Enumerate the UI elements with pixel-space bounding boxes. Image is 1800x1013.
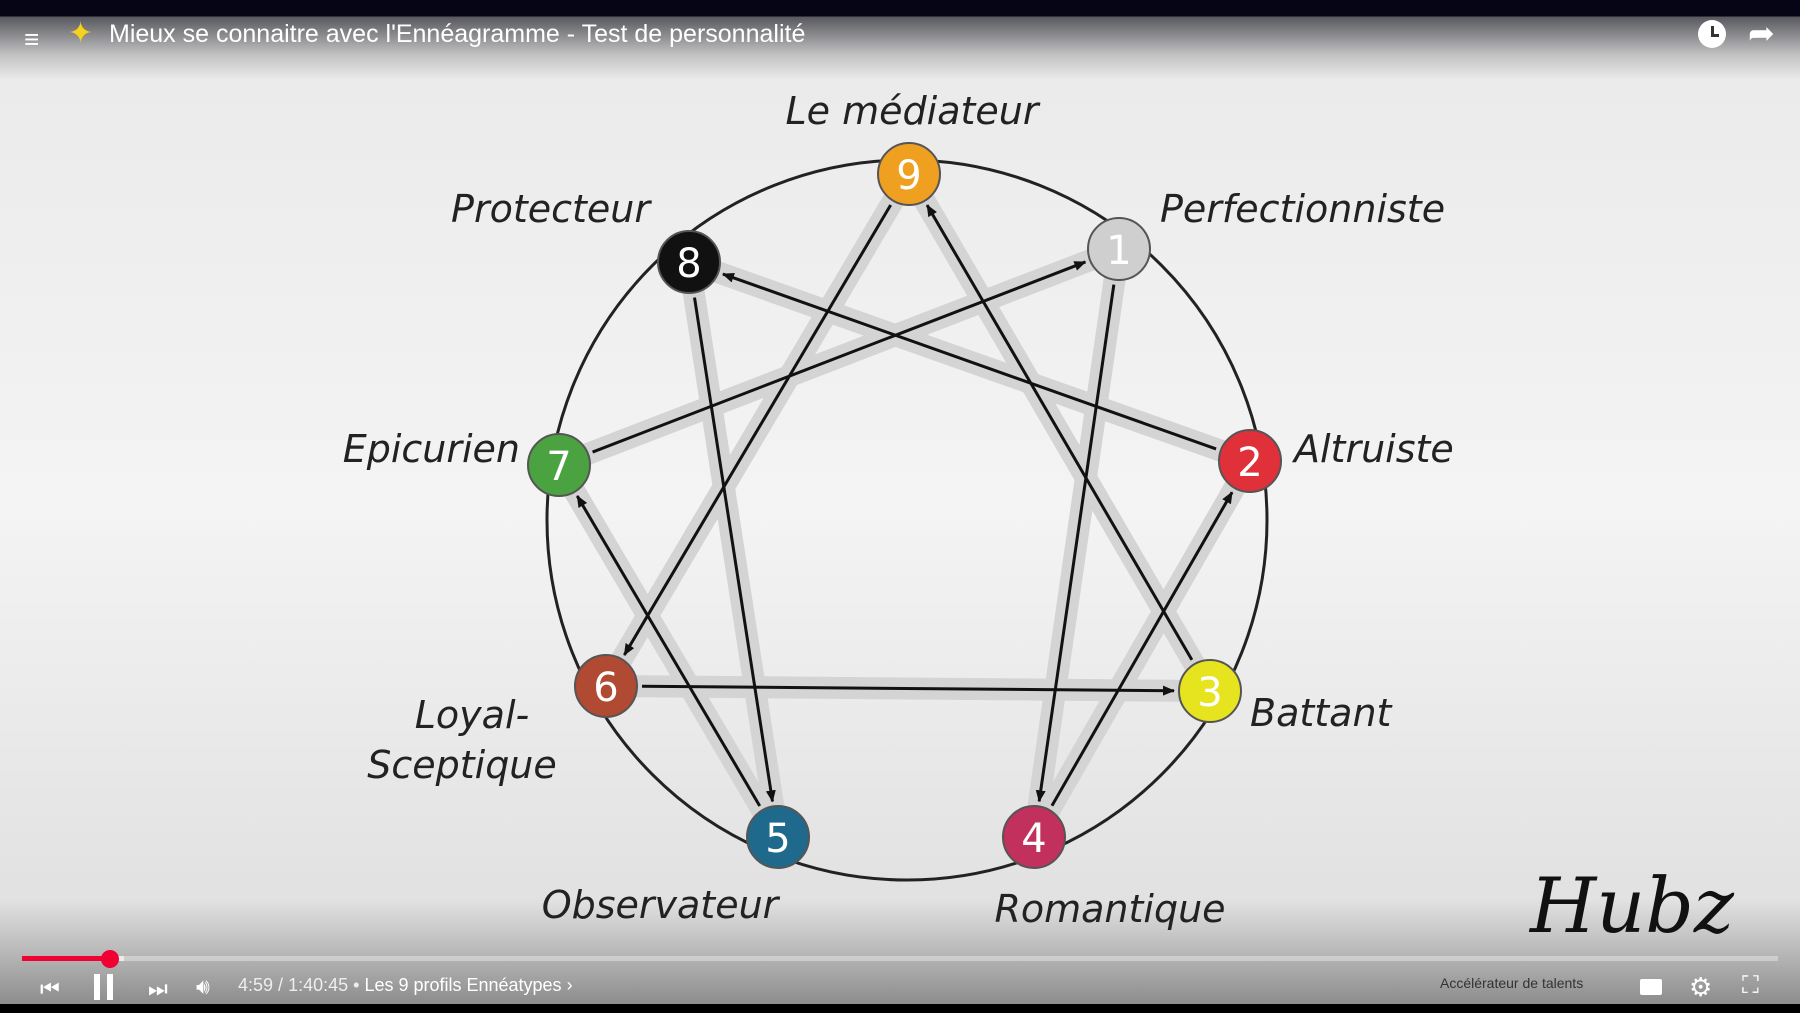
label-type-2: Altruiste <box>1291 427 1454 471</box>
arrow-8-to-5 <box>693 297 776 803</box>
node-6 <box>574 654 638 718</box>
arrow-7-to-1 <box>592 260 1087 454</box>
node-number-7: 7 <box>546 444 571 490</box>
arrow-1-to-4 <box>1035 284 1116 803</box>
node-4 <box>1002 805 1066 869</box>
hubz-logo: Hubz <box>1530 861 1734 950</box>
sparkle-icon: ✦ <box>68 17 94 50</box>
label-type-8: Protecteur <box>451 187 652 231</box>
node-7 <box>527 433 591 497</box>
label-type-4: Romantique <box>994 887 1225 931</box>
current-time: 4:59 <box>238 975 274 995</box>
label-type-3: Battant <box>1250 691 1394 735</box>
label-type-7: Epicurien <box>343 427 520 471</box>
player-controls <box>0 900 1800 1013</box>
node-number-5: 5 <box>765 816 790 862</box>
node-number-4: 4 <box>1021 816 1046 862</box>
label-type-1: Perfectionniste <box>1160 187 1445 231</box>
node-number-9: 9 <box>896 153 921 199</box>
volume-icon[interactable]: 🔊︎ <box>196 974 210 999</box>
logo-subtitle: Accélérateur de talents <box>1440 975 1584 991</box>
node-2 <box>1218 429 1282 493</box>
label-type-6: Loyal- <box>415 693 529 737</box>
arrow-5-to-7 <box>575 495 762 807</box>
title-bar: ≡ ✦ Mieux se connaitre avec l'Ennéagramm… <box>0 0 1800 80</box>
label-type-9: Le médiateur <box>786 89 1041 133</box>
node-number-3: 3 <box>1197 670 1222 716</box>
node-number-1: 1 <box>1106 228 1131 274</box>
node-number-8: 8 <box>676 241 701 287</box>
video-title[interactable]: Mieux se connaitre avec l'Ennéagramme - … <box>109 20 806 48</box>
exit-fullscreen-icon[interactable]: ⛶ <box>1742 972 1759 999</box>
scrubber-handle[interactable] <box>100 950 119 968</box>
next-icon[interactable]: ⏭ <box>148 976 168 1001</box>
node-9 <box>877 142 941 206</box>
watch-later-icon[interactable] <box>1698 20 1726 48</box>
arrow-2-to-8 <box>721 272 1217 451</box>
node-8 <box>657 230 721 294</box>
chapter-link[interactable]: Les 9 profils Ennéatypes › <box>364 975 573 995</box>
previous-icon[interactable]: ⏮ <box>40 976 60 1001</box>
enneagram-circle <box>545 158 1269 882</box>
node-1 <box>1087 217 1151 281</box>
chapter-title: Les 9 profils Ennéatypes <box>364 975 562 995</box>
settings-icon[interactable]: ⚙ <box>1689 972 1713 1002</box>
arrow-6-to-3 <box>641 684 1176 696</box>
playlist-icon[interactable]: ≡ <box>24 24 40 54</box>
played-bar <box>22 956 110 961</box>
arrow-9-to-6 <box>623 204 892 656</box>
label-type-5: Observateur <box>542 883 781 927</box>
subtitles-icon[interactable] <box>1640 979 1662 995</box>
progress-bar[interactable] <box>22 950 1778 968</box>
bottom-edge <box>0 1004 1800 1013</box>
node-3 <box>1178 659 1242 723</box>
arrow-4-to-2 <box>1050 491 1234 807</box>
node-5 <box>746 805 810 869</box>
node-number-2: 2 <box>1237 440 1262 486</box>
duration: 1:40:45 <box>288 975 349 995</box>
node-number-6: 6 <box>593 665 618 711</box>
arrow-3-to-9 <box>925 204 1194 661</box>
share-icon[interactable]: ➦ <box>1748 15 1775 51</box>
label-type-6-line2: Sceptique <box>367 743 557 787</box>
time-display: 4:59 / 1:40:45 • Les 9 profils Ennéatype… <box>238 975 573 995</box>
